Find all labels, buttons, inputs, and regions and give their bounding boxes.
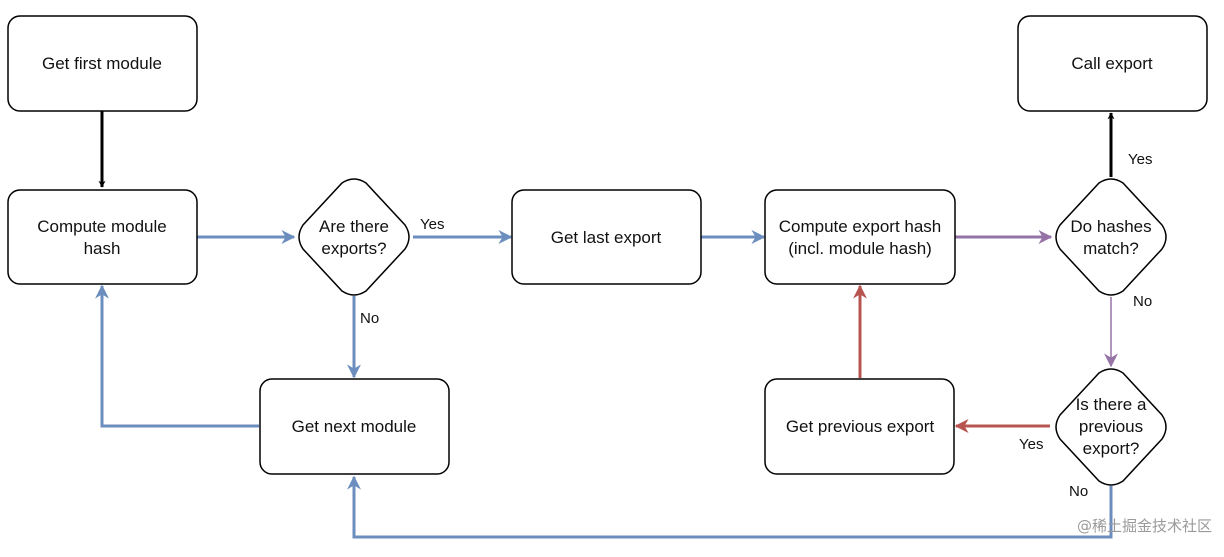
node-label: Are there: [319, 217, 389, 236]
node-label: Get previous export: [786, 417, 935, 436]
edge-label-exports-no: No: [360, 310, 379, 327]
node-is-there-previous-export: Is there a previous export?: [1055, 368, 1167, 486]
node-label: hash: [84, 239, 121, 258]
node-get-next-module: Get next module: [259, 378, 450, 475]
node-label: Get next module: [292, 417, 417, 436]
node-label: exports?: [321, 239, 386, 258]
node-get-last-export: Get last export: [511, 189, 702, 285]
node-label: Get first module: [42, 54, 162, 73]
edge-label-previous-yes: Yes: [1019, 436, 1043, 453]
edge-next-to-compute: [95, 284, 259, 428]
node-get-first-module: Get first module: [7, 15, 198, 112]
node-compute-export-hash: Compute export hash (incl. module hash): [764, 189, 956, 285]
node-label: Compute export hash: [779, 217, 942, 236]
edge-label-previous-no: No: [1069, 483, 1088, 500]
node-label: Get last export: [551, 228, 662, 247]
edge-label-match-no: No: [1133, 293, 1152, 310]
node-label: export?: [1083, 439, 1140, 458]
node-label: Do hashes: [1070, 217, 1151, 236]
node-label: match?: [1083, 239, 1139, 258]
node-call-export: Call export: [1017, 15, 1208, 112]
node-label: Call export: [1071, 54, 1153, 73]
node-label: previous: [1079, 417, 1143, 436]
node-compute-module-hash: Compute module hash: [7, 189, 198, 285]
watermark-text: @稀土掘金技术社区: [1077, 517, 1212, 535]
node-are-there-exports: Are there exports?: [298, 178, 410, 296]
node-label: (incl. module hash): [788, 239, 932, 258]
node-do-hashes-match: Do hashes match?: [1055, 178, 1167, 296]
node-get-previous-export: Get previous export: [764, 378, 955, 475]
node-label: Is there a: [1076, 395, 1147, 414]
node-label: Compute module: [37, 217, 166, 236]
edge-label-match-yes: Yes: [1128, 151, 1152, 168]
edge-label-exports-yes: Yes: [420, 216, 444, 233]
edge-previous-no: [347, 475, 1113, 539]
